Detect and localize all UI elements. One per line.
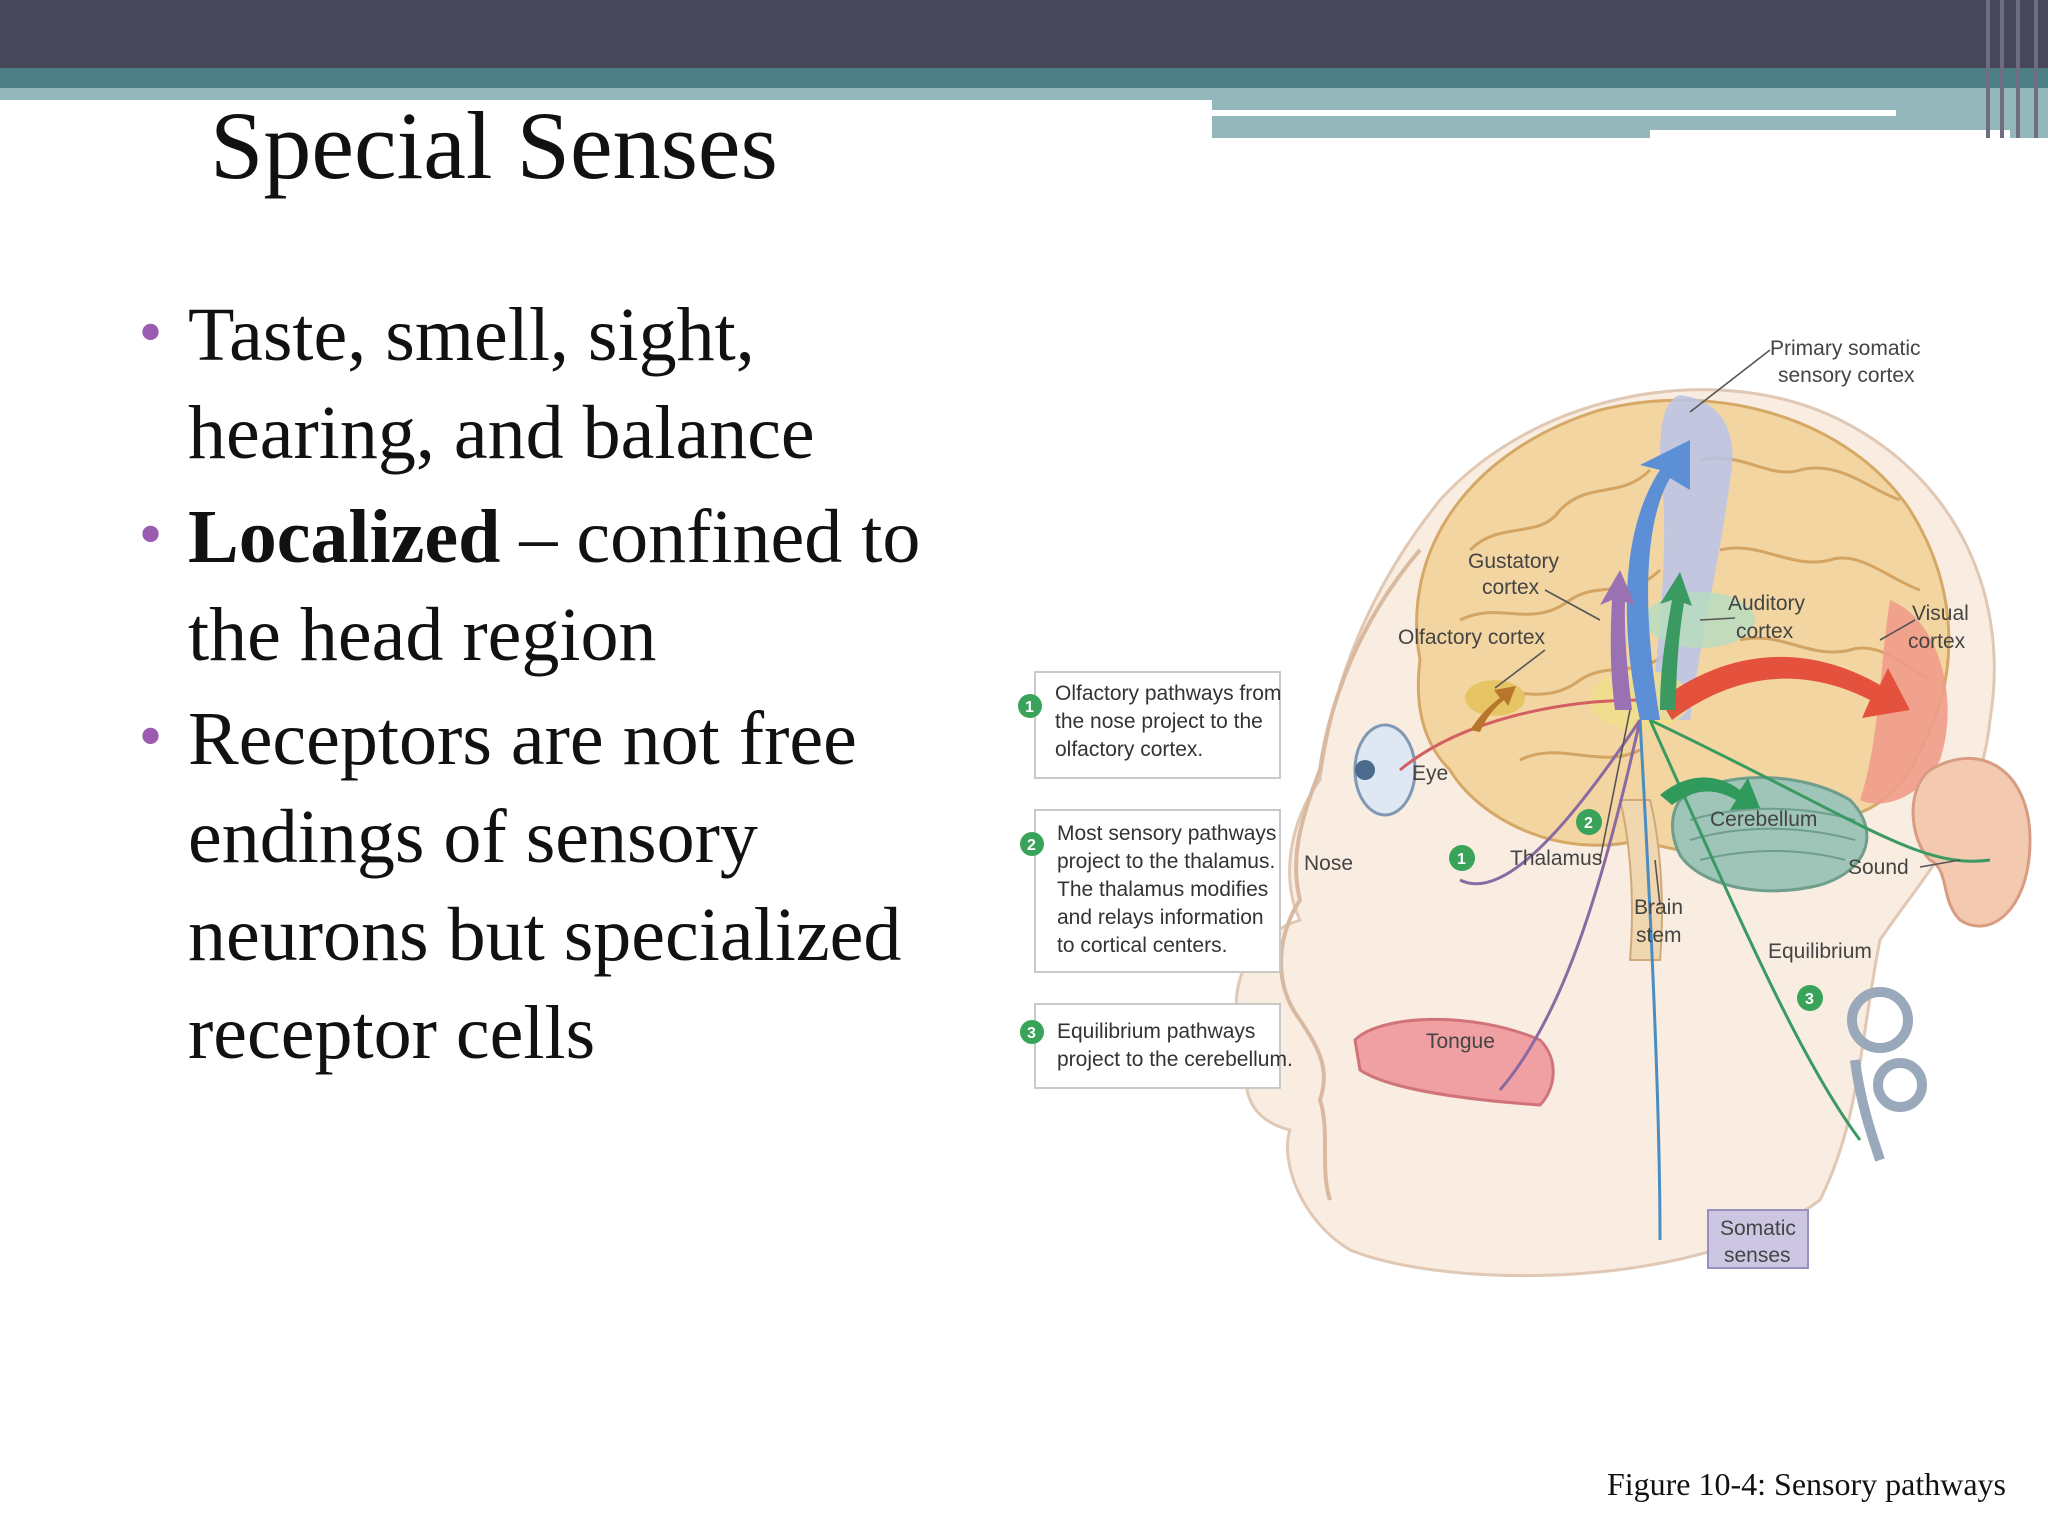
svg-text:3: 3 bbox=[1805, 991, 1814, 1008]
step-2-line-4: and relays information bbox=[1057, 906, 1264, 929]
label-eye: Eye bbox=[1412, 762, 1448, 785]
step-3-line-1: Equilibrium pathways bbox=[1057, 1020, 1255, 1043]
edge-stripe bbox=[2000, 0, 2004, 138]
label-visual: Visual bbox=[1912, 602, 1969, 625]
label-primary-cortex-2: sensory cortex bbox=[1778, 364, 1915, 387]
svg-text:1: 1 bbox=[1025, 699, 1034, 716]
somatic-arrow bbox=[1626, 440, 1690, 720]
header-bar bbox=[0, 0, 2048, 68]
header-accent-stripe-light bbox=[0, 88, 1212, 100]
step-3-line-2: project to the cerebellum. bbox=[1057, 1048, 1293, 1071]
sensory-pathways-figure: Primary somatic sensory cortex Gustatory… bbox=[1018, 337, 2032, 1278]
step-2-line-5: to cortical centers. bbox=[1057, 934, 1227, 957]
bullet-text: Taste, smell, sight, hearing, and balanc… bbox=[188, 293, 815, 475]
label-gustatory: Gustatory bbox=[1468, 550, 1560, 573]
label-visual-2: cortex bbox=[1908, 630, 1966, 653]
svg-text:2: 2 bbox=[1584, 815, 1593, 832]
label-cerebellum: Cerebellum bbox=[1710, 808, 1817, 831]
cerebellum-lines bbox=[1689, 807, 1856, 861]
step-box-3: 3 Equilibrium pathways project to the ce… bbox=[1020, 1003, 1293, 1089]
somatic-senses-box bbox=[1707, 1209, 1809, 1269]
bullet-dot: • bbox=[134, 706, 168, 771]
leader-lines bbox=[1494, 349, 1961, 906]
slide-title: Special Senses bbox=[210, 92, 778, 199]
label-equilibrium: Equilibrium bbox=[1768, 940, 1872, 963]
bullet-item: • Receptors are not free endings of sens… bbox=[130, 690, 960, 1082]
olfactory-arrow bbox=[1470, 686, 1516, 732]
step-box-1: 1 Olfactory pathways from the nose proje… bbox=[1018, 671, 1281, 779]
bullet-bold: Localized bbox=[188, 495, 501, 579]
gustatory-arrow bbox=[1600, 570, 1635, 710]
label-brain-stem: Brain bbox=[1634, 896, 1683, 919]
auditory-arrow bbox=[1660, 572, 1692, 710]
bullet-list: • Taste, smell, sight, hearing, and bala… bbox=[130, 286, 960, 1088]
figure-caption: Figure 10-4: Sensory pathways bbox=[1606, 1466, 2006, 1502]
cerebellum bbox=[1671, 776, 1869, 893]
edge-stripe bbox=[1986, 0, 1990, 138]
label-auditory: Auditory bbox=[1728, 592, 1806, 615]
label-somatic-2: senses bbox=[1724, 1244, 1791, 1267]
svg-text:2: 2 bbox=[1027, 837, 1036, 854]
step-2-line-3: The thalamus modifies bbox=[1057, 878, 1268, 901]
step-box-2: 2 Most sensory pathways project to the t… bbox=[1020, 809, 1281, 973]
eye-pupil bbox=[1355, 760, 1375, 780]
edge-stripe bbox=[2016, 0, 2020, 138]
svg-text:1: 1 bbox=[1457, 851, 1466, 868]
ear bbox=[1911, 757, 2032, 928]
header-divider-line bbox=[1212, 110, 1896, 116]
label-thalamus: Thalamus bbox=[1510, 847, 1602, 870]
label-gustatory-2: cortex bbox=[1482, 576, 1540, 599]
label-olfactory: Olfactory cortex bbox=[1398, 626, 1546, 649]
inner-ear bbox=[1847, 987, 1927, 1162]
visual-arrow bbox=[1660, 656, 1910, 720]
label-brain-stem-2: stem bbox=[1636, 924, 1682, 947]
bullet-item: • Localized – confined to the head regio… bbox=[130, 488, 960, 684]
step-badge-1-figure: 1 bbox=[1449, 845, 1475, 871]
label-primary-cortex: Primary somatic bbox=[1770, 337, 1921, 360]
sensory-pathway-lines bbox=[1399, 698, 1991, 1241]
bullet-dot: • bbox=[134, 504, 168, 569]
label-somatic: Somatic bbox=[1720, 1217, 1796, 1240]
bullet-dot: • bbox=[134, 302, 168, 367]
svg-text:3: 3 bbox=[1027, 1025, 1036, 1042]
bullet-text: – confined to the head region bbox=[188, 495, 921, 677]
olfactory-cortex bbox=[1465, 680, 1525, 716]
label-auditory-2: cortex bbox=[1736, 620, 1794, 643]
face-profile bbox=[1279, 548, 1422, 1201]
step-badge-3-figure: 3 bbox=[1797, 985, 1823, 1011]
header-accent-stripe bbox=[0, 68, 2048, 88]
step-2-line-1: Most sensory pathways bbox=[1057, 822, 1276, 845]
step-2-line-2: project to the thalamus. bbox=[1057, 850, 1275, 873]
step-1-line-1: Olfactory pathways from bbox=[1055, 682, 1281, 705]
label-sound: Sound bbox=[1848, 856, 1909, 879]
step-1-line-3: olfactory cortex. bbox=[1055, 738, 1203, 761]
bullet-item: • Taste, smell, sight, hearing, and bala… bbox=[130, 286, 960, 482]
step-1-line-2: the nose project to the bbox=[1055, 710, 1263, 733]
label-nose: Nose bbox=[1304, 852, 1353, 875]
bullet-text: Receptors are not free endings of sensor… bbox=[188, 697, 902, 1075]
header-divider-line bbox=[1650, 130, 2010, 138]
step-badge-2-figure: 2 bbox=[1576, 809, 1602, 835]
edge-stripe bbox=[2034, 0, 2038, 138]
label-tongue: Tongue bbox=[1426, 1030, 1495, 1053]
cerebellum-arrow bbox=[1660, 777, 1760, 810]
